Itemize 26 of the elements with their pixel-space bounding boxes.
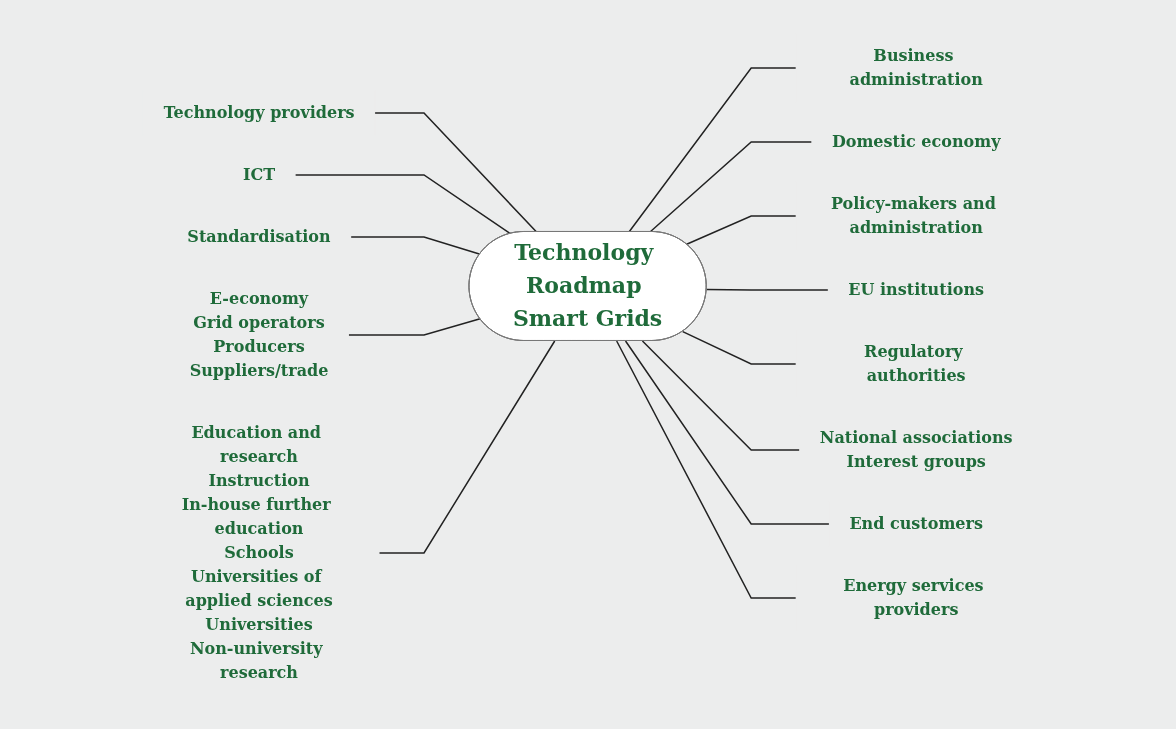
connector bbox=[642, 340, 801, 451]
node-text: End customers bbox=[849, 513, 984, 533]
connector bbox=[294, 174, 512, 235]
node-text: Domestic economy bbox=[832, 132, 1001, 151]
node-text: Education and research Instruction In-house further education Schools Universities of applied sciences Universities Non-university research bbox=[182, 422, 334, 682]
connector bbox=[378, 340, 556, 554]
connector bbox=[649, 141, 814, 233]
connector bbox=[616, 340, 798, 599]
connector bbox=[628, 67, 798, 233]
node-text: Business administration bbox=[849, 46, 984, 89]
node-text: E-economy Grid operators Producers Suppliers/trade bbox=[190, 288, 329, 380]
node-text: EU institutions bbox=[848, 279, 985, 299]
node-text: ICT bbox=[243, 165, 276, 184]
connector bbox=[374, 112, 538, 233]
connector bbox=[348, 318, 482, 336]
connector bbox=[625, 340, 831, 525]
node-text: Regulatory authorities bbox=[864, 341, 967, 385]
connector bbox=[350, 236, 482, 255]
node-text: Energy services providers bbox=[843, 575, 985, 619]
node-text: Technology providers bbox=[163, 103, 356, 122]
node-text: Standardisation bbox=[187, 227, 332, 246]
node-text: Policy-makers and administration bbox=[831, 194, 997, 237]
connector bbox=[706, 288, 830, 291]
connector bbox=[686, 215, 798, 246]
node-text: National associations Interest groups bbox=[820, 427, 1013, 471]
connector bbox=[682, 330, 798, 365]
